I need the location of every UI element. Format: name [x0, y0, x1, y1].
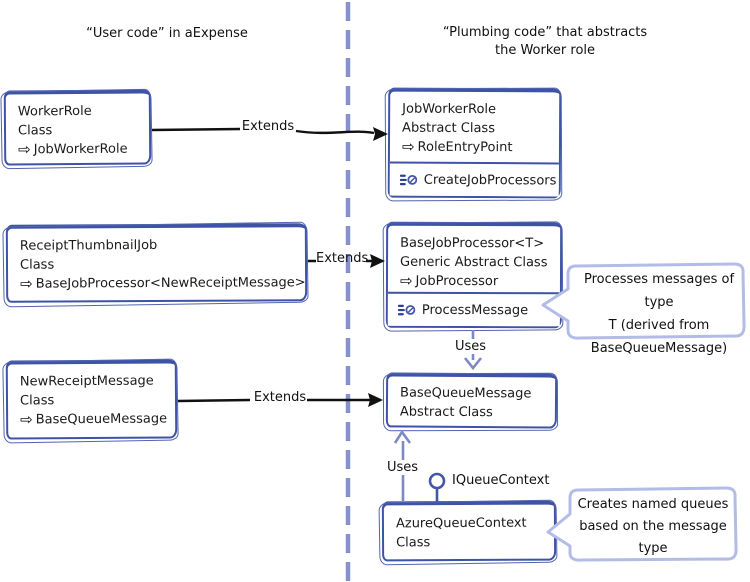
right-column-header-line2: the Worker role: [494, 43, 596, 58]
class-name: BaseQueueMessage: [399, 385, 532, 402]
callout-line: T (derived from: [608, 318, 710, 333]
interface-name-label: IQueueContext: [452, 473, 550, 488]
method-name: CreateJobProcessors: [423, 172, 557, 188]
class-kind: Class: [396, 535, 431, 551]
base-class-name: BaseQueueMessage: [35, 411, 168, 428]
base-class-name: JobProcessor: [415, 273, 499, 290]
class-box-basejobprocessor: BaseJobProcessor<T> Generic Abstract Cla…: [385, 221, 563, 329]
derives-arrow-icon: ⇨: [401, 137, 415, 156]
uses-arrow-up-head: [393, 429, 412, 444]
method-icon: [397, 304, 416, 315]
extends-label-1: Extends: [241, 119, 295, 134]
class-box-azurequeuecontext: AzureQueueContext Class: [381, 500, 557, 562]
class-kind: Generic Abstract Class: [400, 254, 548, 271]
callout-process-message-text: Processes messages of type T (derived fr…: [575, 268, 743, 360]
uses-arrow-down-head: [463, 357, 483, 371]
class-kind: Class: [19, 257, 55, 273]
extends-arrow-1-head: [373, 127, 388, 141]
class-name: JobWorkerRole: [402, 101, 497, 118]
callout-line: Creates named queues: [577, 497, 729, 512]
derives-arrow-icon: ⇨: [20, 274, 33, 293]
class-box-newreceiptmessage: NewReceiptMessage Class ⇨ BaseQueueMessa…: [5, 359, 178, 440]
base-class-name: JobWorkerRole: [33, 141, 128, 158]
class-kind: Class: [17, 123, 53, 139]
right-column-header: “Plumbing code” that abstracts the Worke…: [425, 24, 665, 60]
class-name: BaseJobProcessor<T>: [400, 235, 545, 252]
callout-process-message: [541, 262, 746, 340]
class-box-jobworkerrole: JobWorkerRole Abstract Class ⇨ RoleEntry…: [387, 87, 562, 199]
derives-arrow-icon: ⇨: [18, 140, 31, 159]
uses-label-2: Uses: [385, 460, 421, 475]
derives-arrow-icon: ⇨: [20, 410, 33, 429]
callout-line: Processes messages of type: [583, 272, 735, 310]
class-kind: Abstract Class: [399, 404, 493, 421]
left-column-header: “User code” in aExpense: [86, 26, 248, 41]
callout-queue-context: [546, 486, 738, 562]
class-name: WorkerRole: [17, 103, 92, 120]
method-name: ProcessMessage: [421, 302, 529, 318]
class-kind: Abstract Class: [402, 120, 496, 137]
class-kind: Class: [19, 393, 55, 409]
extends-label-3: Extends: [253, 390, 307, 405]
class-name: NewReceiptMessage: [19, 373, 154, 390]
class-box-basequeuemessage: BaseQueueMessage Abstract Class: [385, 372, 558, 429]
interface-lollipop-icon: [428, 472, 446, 490]
base-class-name: BaseJobProcessor<NewReceiptMessage>: [35, 275, 306, 292]
callout-bubble-shape: [541, 262, 746, 340]
callout-queue-context-text: Creates named queues based on the messag…: [572, 494, 734, 560]
base-class-name: RoleEntryPoint: [417, 139, 513, 156]
extends-label-2: Extends: [316, 251, 369, 266]
derives-arrow-icon: ⇨: [399, 271, 413, 290]
extends-arrow-2-head: [370, 254, 385, 268]
class-box-receiptthumbnailjob: ReceiptThumbnailJob Class ⇨ BaseJobProce…: [5, 223, 308, 303]
class-name: AzureQueueContext: [395, 515, 527, 532]
extends-arrow-3-head: [368, 393, 383, 407]
uses-label-1: Uses: [453, 339, 489, 354]
callout-line: BaseQueueMessage): [590, 341, 728, 356]
class-box-workerrole: WorkerRole Class ⇨ JobWorkerRole: [3, 89, 152, 166]
callout-line: based on the message: [579, 519, 727, 534]
method-icon: [399, 174, 418, 185]
right-column-header-line1: “Plumbing code” that abstracts: [442, 25, 648, 40]
callout-line: type: [638, 541, 668, 556]
callout-bubble-shape: [546, 486, 738, 562]
class-name: ReceiptThumbnailJob: [19, 237, 158, 254]
